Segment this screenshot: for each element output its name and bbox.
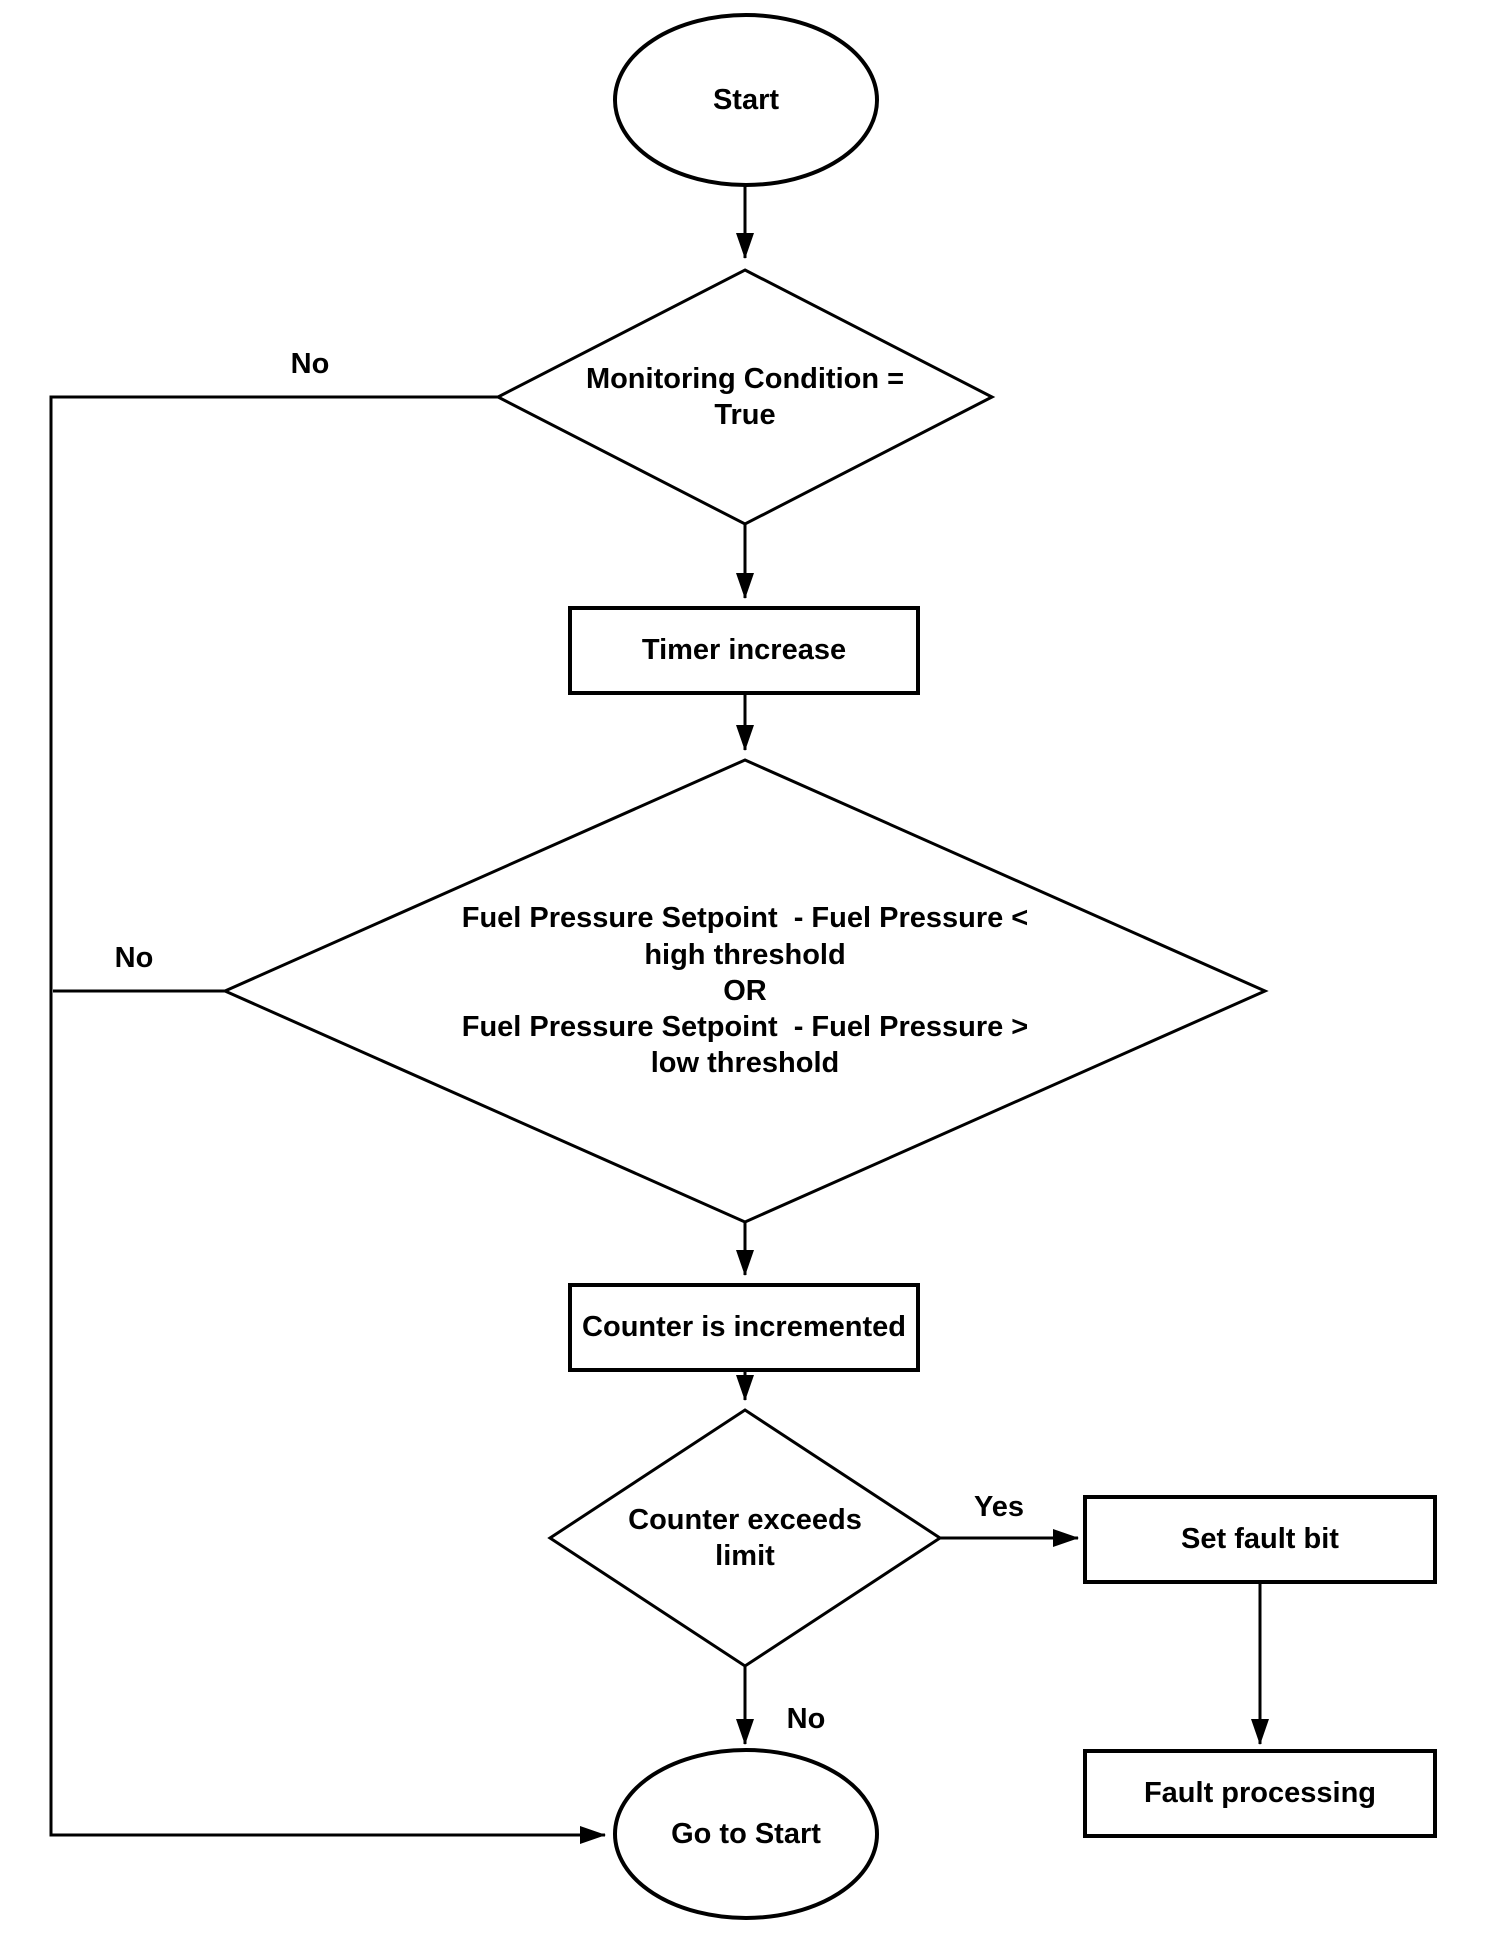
go-to-start-node (613, 1748, 879, 1920)
start-node (613, 13, 879, 187)
timer-increase-node (568, 606, 920, 695)
fault-processing-node (1083, 1749, 1437, 1838)
counter-exceeds-limit-node (547, 1408, 943, 1668)
set-fault-bit-node (1083, 1495, 1437, 1584)
fuel-pressure-check-node (221, 758, 1269, 1224)
edge-monitoring-no-return (49, 395, 606, 1844)
counter-incremented-node (568, 1283, 920, 1372)
monitoring-condition-node (494, 268, 996, 526)
